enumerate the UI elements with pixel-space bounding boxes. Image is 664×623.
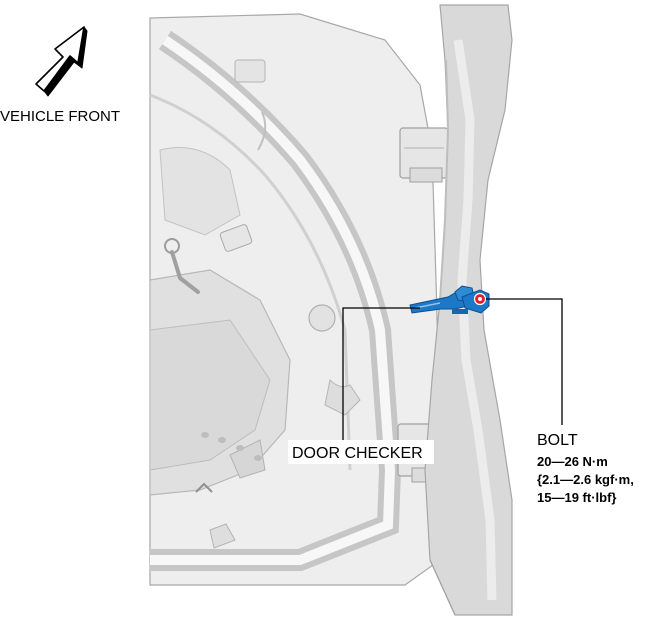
bolt-label: BOLT (537, 432, 578, 449)
body-pillar (424, 4, 513, 616)
door-checker-label: DOOR CHECKER (292, 445, 423, 462)
vehicle-front-label: VEHICLE FRONT (0, 108, 120, 125)
bolt-torque-kgf: {2.1—2.6 kgf·m, (537, 472, 634, 487)
door-inner-panel (149, 13, 441, 586)
upper-hinge (399, 127, 449, 183)
door-checker-leader-line (342, 307, 420, 440)
bolt-marker (473, 292, 487, 306)
bolt-torque-ftlbf: 15—19 ft·lbf} (537, 490, 616, 505)
bolt-leader-line (486, 298, 563, 425)
bolt-torque-nm: 20—26 N·m (537, 454, 608, 469)
vehicle-front-arrow-icon (35, 26, 88, 97)
